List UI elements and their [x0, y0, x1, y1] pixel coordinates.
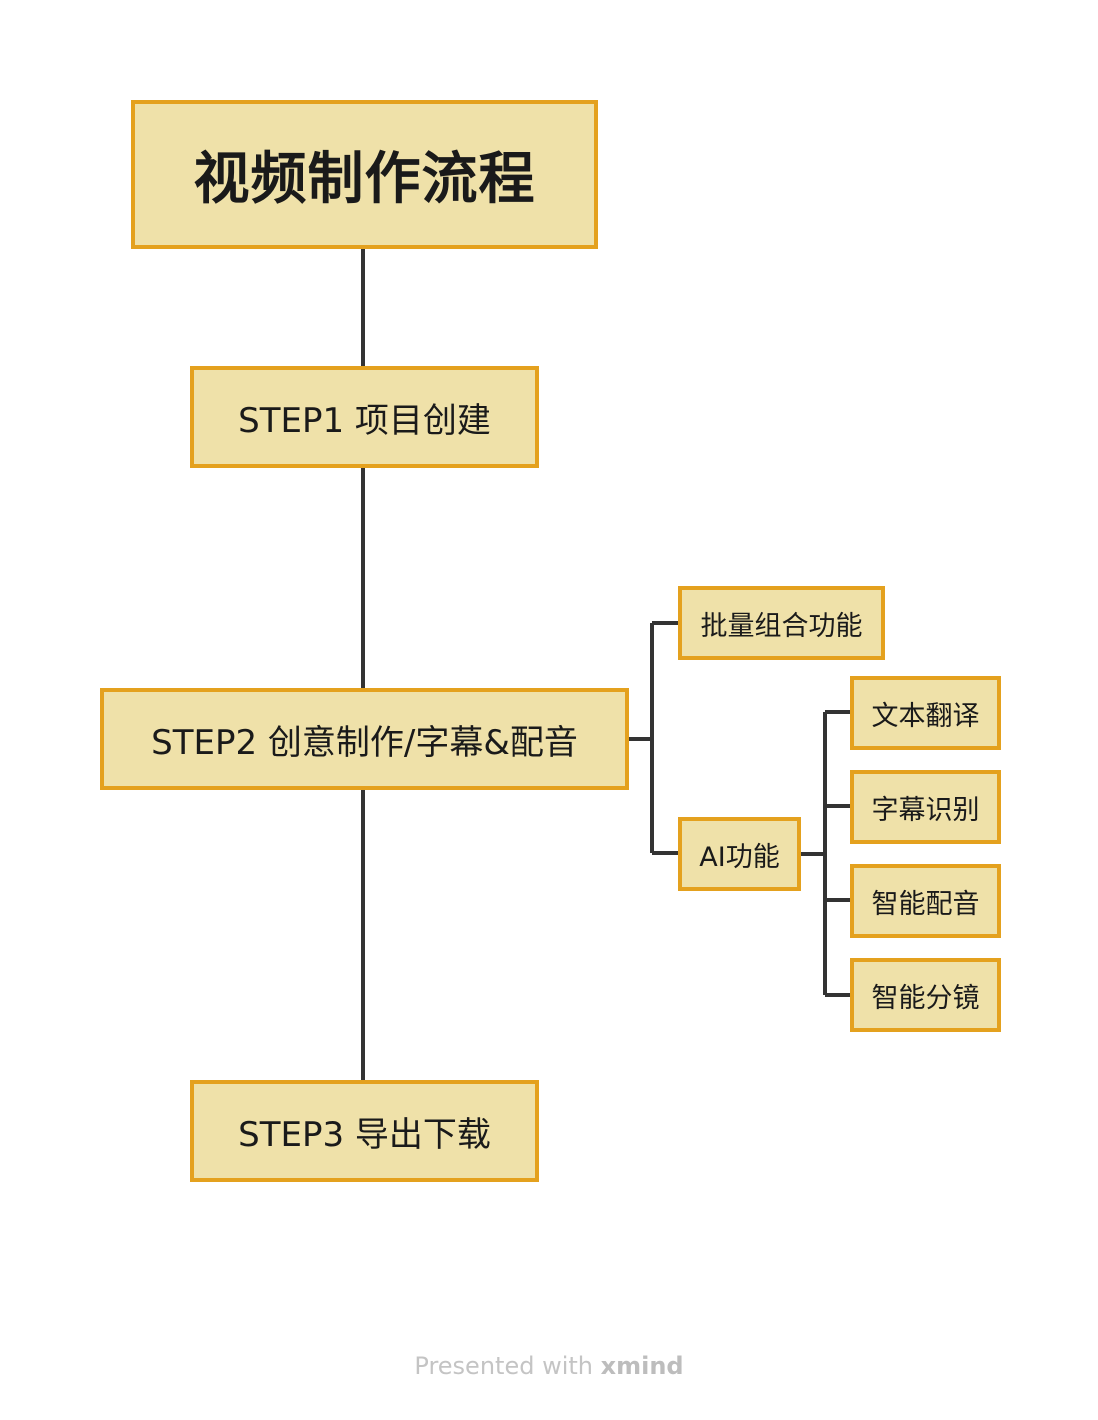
step3-topic-label: STEP3 导出下载	[238, 1114, 491, 1155]
step3-topic[interactable]: STEP3 导出下载	[190, 1080, 539, 1182]
footer-prefix: Presented with	[414, 1352, 593, 1380]
connector-ai-children	[801, 710, 850, 997]
connector-step2-children	[629, 621, 678, 855]
root-topic[interactable]: 视频制作流程	[131, 100, 598, 249]
batch-combine-topic[interactable]: 批量组合功能	[678, 586, 885, 660]
smart-dubbing-topic[interactable]: 智能配音	[850, 864, 1001, 938]
root-topic-label: 视频制作流程	[193, 147, 536, 212]
step1-topic[interactable]: STEP1 项目创建	[190, 366, 539, 468]
step2-topic[interactable]: STEP2 创意制作/字幕&配音	[100, 688, 629, 790]
subtitle-recognition-topic[interactable]: 字幕识别	[850, 770, 1001, 844]
text-translation-topic[interactable]: 文本翻译	[850, 676, 1001, 750]
step1-topic-label: STEP1 项目创建	[238, 400, 491, 441]
ai-feature-label: AI功能	[699, 841, 780, 873]
text-translation-label: 文本翻译	[871, 700, 980, 732]
subtitle-recognition-label: 字幕识别	[871, 794, 980, 826]
smart-dubbing-label: 智能配音	[871, 888, 980, 920]
batch-combine-label: 批量组合功能	[700, 610, 863, 642]
smart-storyboard-label: 智能分镜	[871, 982, 980, 1014]
smart-storyboard-topic[interactable]: 智能分镜	[850, 958, 1001, 1032]
xmind-brand: xmind	[600, 1352, 684, 1380]
footer-credit: Presented with xmind	[0, 1352, 1098, 1380]
step2-topic-label: STEP2 创意制作/字幕&配音	[151, 722, 578, 763]
ai-feature-topic[interactable]: AI功能	[678, 817, 801, 891]
